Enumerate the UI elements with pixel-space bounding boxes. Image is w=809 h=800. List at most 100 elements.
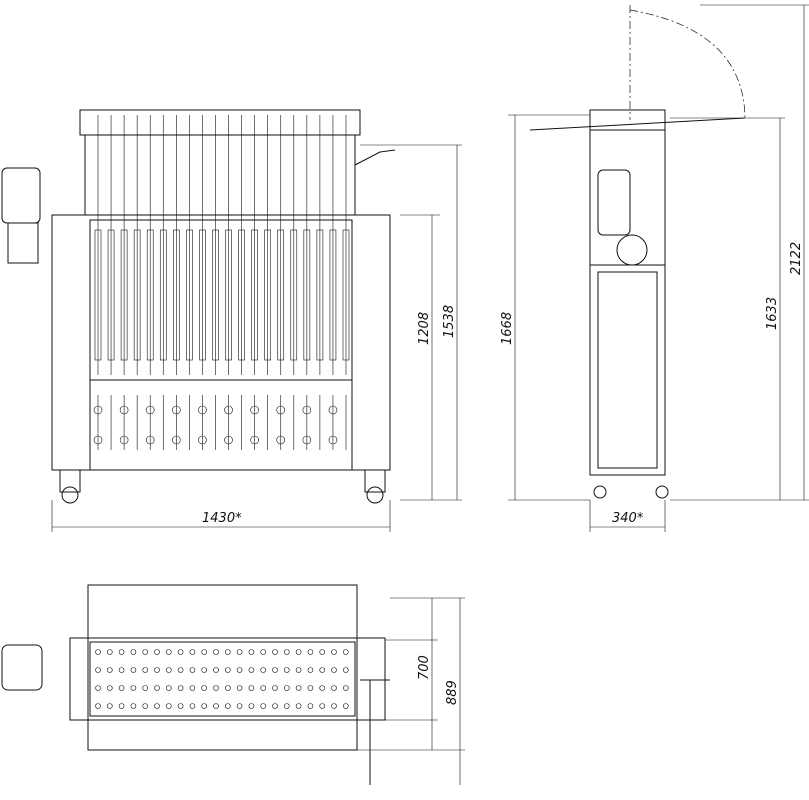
tube — [302, 115, 312, 450]
tube-top — [154, 703, 160, 709]
tube-top — [154, 649, 160, 655]
tube-top — [319, 685, 326, 691]
tube-top — [295, 649, 302, 655]
tube — [342, 115, 350, 450]
tube-top — [295, 703, 302, 709]
tube — [316, 115, 324, 450]
tube-top — [154, 685, 160, 691]
tube-top — [95, 685, 101, 691]
tube-top — [189, 703, 196, 709]
tube-top — [283, 649, 290, 655]
tube-top — [272, 703, 278, 709]
dim-height-1208: 1208 — [417, 312, 432, 345]
tube — [264, 115, 271, 450]
tube-top — [331, 703, 337, 709]
tube-top — [130, 685, 137, 691]
tube-top — [260, 667, 267, 673]
top-motor — [1, 644, 43, 691]
side-frame — [589, 264, 666, 476]
tube-top — [142, 667, 148, 673]
tube-top — [142, 685, 148, 691]
side-gear — [616, 234, 648, 266]
side-wheel-right — [655, 485, 669, 499]
dim-700: 700 — [417, 655, 432, 680]
tube-top — [225, 649, 231, 655]
top-tube-field — [89, 641, 356, 717]
tube-top — [154, 667, 160, 673]
tube-top — [307, 667, 314, 673]
lid-swing-arc — [629, 9, 746, 121]
dim-height-1633: 1633 — [765, 297, 780, 330]
tube — [238, 115, 245, 450]
tube — [250, 115, 259, 450]
dim-width-front: 1430* — [202, 511, 242, 526]
dim-height-1668: 1668 — [500, 312, 515, 345]
tube-top — [283, 703, 290, 709]
side-wheel-left — [593, 485, 607, 499]
tube-top — [189, 649, 196, 655]
tube-top — [107, 667, 113, 673]
tube — [172, 115, 181, 450]
gearbox — [7, 222, 39, 264]
tube-top — [213, 703, 219, 709]
tube-top — [201, 667, 207, 673]
tube-top — [177, 685, 184, 691]
tube-top — [118, 667, 125, 673]
tube-top — [177, 703, 184, 709]
tube-top — [331, 649, 337, 655]
tube-top — [130, 703, 137, 709]
tube-top — [319, 667, 326, 673]
tube-top — [95, 667, 101, 673]
tube-top — [118, 649, 125, 655]
tube-top — [236, 685, 243, 691]
tube-top — [260, 649, 267, 655]
top-view: 700 889 — [1, 584, 465, 785]
tube-top — [307, 703, 314, 709]
tube — [328, 115, 338, 450]
tube-top — [260, 703, 267, 709]
tube-array — [93, 115, 350, 450]
top-outer-frame — [87, 584, 358, 751]
tube-top — [166, 667, 172, 673]
tube — [198, 115, 207, 450]
tube-top — [107, 649, 113, 655]
tube-top — [319, 649, 326, 655]
dim-height-2122: 2122 — [789, 242, 804, 275]
top-rail — [79, 109, 361, 136]
tube-top — [225, 703, 231, 709]
tube-top — [342, 649, 349, 655]
tube-top — [248, 703, 255, 709]
tube-top — [295, 685, 302, 691]
tube-top — [213, 649, 219, 655]
tube-top — [95, 649, 101, 655]
tube — [186, 115, 193, 450]
tube — [145, 115, 155, 450]
tube-top — [213, 685, 219, 691]
tube-top — [319, 703, 326, 709]
tube — [212, 115, 219, 450]
tube-top — [248, 685, 255, 691]
tube-top — [107, 703, 113, 709]
tube-top — [166, 703, 172, 709]
tube-top — [331, 685, 337, 691]
tube-top — [225, 685, 231, 691]
tube — [276, 115, 286, 450]
tube — [93, 115, 103, 450]
tube-top — [166, 685, 172, 691]
tube-top — [272, 685, 278, 691]
motor — [1, 167, 41, 224]
tube-top — [166, 649, 172, 655]
tube — [119, 115, 129, 450]
tube-top — [142, 649, 148, 655]
tube-top — [342, 703, 349, 709]
tube — [107, 115, 115, 450]
tube-top — [201, 649, 207, 655]
tube-top — [213, 667, 219, 673]
side-top-block — [589, 109, 666, 131]
tube-top — [295, 667, 302, 673]
dim-height-1538: 1538 — [442, 305, 457, 338]
dim-889: 889 — [445, 680, 460, 705]
tube-top — [272, 667, 278, 673]
wheel-left — [59, 469, 81, 504]
tube-top — [307, 649, 314, 655]
